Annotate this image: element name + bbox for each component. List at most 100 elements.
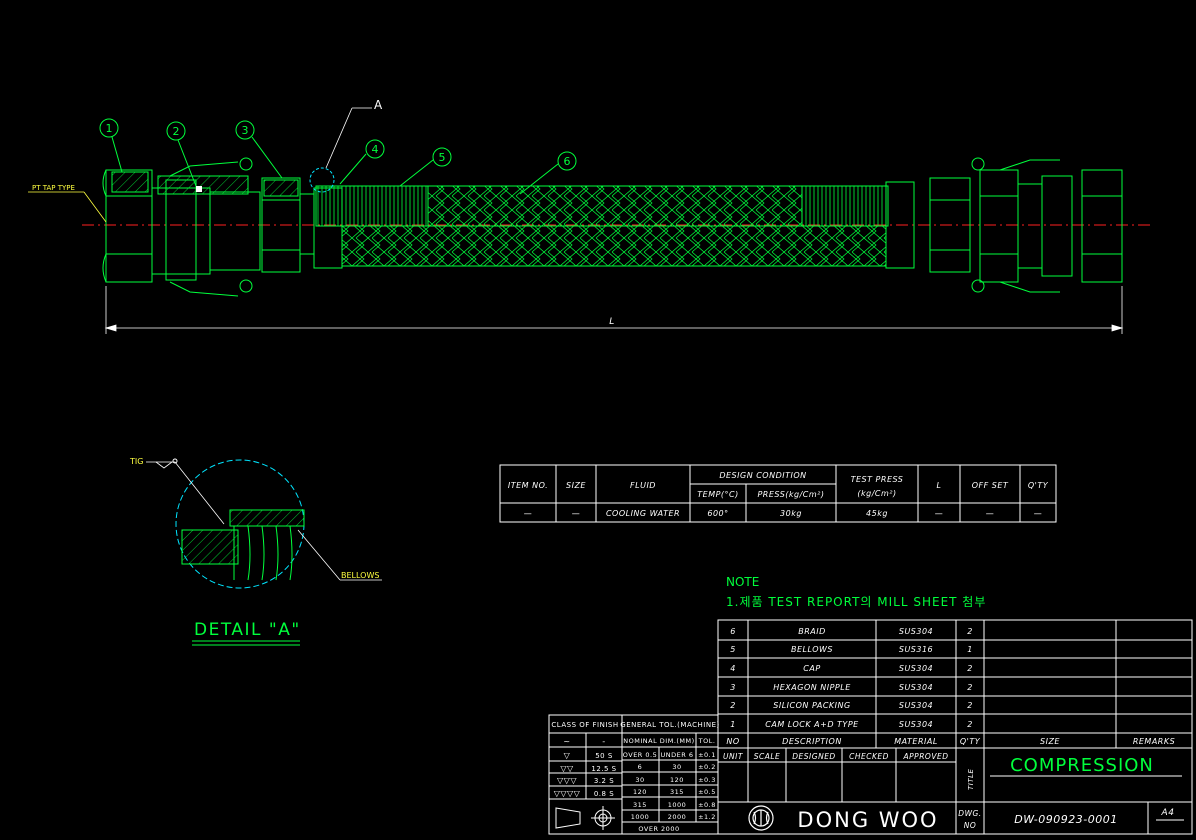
finish-r0-a: ~ — [563, 737, 570, 746]
spec-v-size: — — [572, 509, 581, 518]
spec-v-l: — — [935, 509, 944, 518]
hose-body — [315, 185, 889, 267]
tol-r0-a: OVER 0.5 — [623, 751, 657, 759]
main-assembly-view: L PT TAP TYPE 1 2 3 4 5 6 — [28, 98, 1152, 334]
finish-r3-b: 3.2 S — [594, 777, 614, 785]
bellows-label: BELLOWS — [341, 571, 379, 580]
bom-r5-mat: SUS316 — [899, 645, 933, 654]
balloon-2: 2 — [173, 125, 180, 138]
finish-table-text: CLASS OF FINISH GENERAL TOL.(MACHINE) ~ … — [551, 721, 719, 833]
bom-r3-no: 3 — [730, 683, 736, 692]
tb-scale: SCALE — [754, 752, 781, 761]
balloon-6: 6 — [564, 155, 571, 168]
bom-r4-qty: 2 — [967, 664, 973, 673]
bom-table-text: 6 BRAID SUS304 2 5 BELLOWS SUS316 1 4 CA… — [726, 627, 1175, 746]
tol-r1-c: ±0.2 — [698, 763, 716, 771]
spec-h-press: PRESS(kg/Cm²) — [757, 490, 824, 499]
tol-r1-b: 30 — [672, 763, 681, 771]
spec-h-fluid: FLUID — [630, 481, 656, 490]
spec-h-temp: TEMP(°C) — [697, 490, 739, 499]
bom-r4-desc: CAP — [803, 664, 820, 673]
pt-tap-label: PT TAP TYPE — [32, 184, 75, 192]
tb-no-label: NO — [964, 821, 977, 830]
balloon-labels: 1 2 3 4 5 6 — [106, 122, 571, 168]
bom-r1-desc: CAM LOCK A+D TYPE — [765, 720, 859, 729]
tb-approved: APPROVED — [903, 752, 949, 761]
bom-r4-no: 4 — [730, 664, 736, 673]
spec-h-test-unit: (kg/Cm²) — [857, 489, 896, 498]
finish-r2-a: ▽▽ — [560, 764, 574, 773]
spec-v-fluid: COOLING WATER — [606, 509, 680, 518]
projection-symbol-icon — [555, 806, 615, 830]
bom-h-mat: MATERIAL — [894, 737, 938, 746]
finish-r0-b: - — [602, 737, 605, 746]
detail-a-view: TIG BELLOWS DETAIL "A" — [129, 457, 382, 646]
tb-title-label: TITLE — [967, 768, 975, 790]
tol-r0-b: UNDER 6 — [661, 751, 694, 759]
tol-r2-a: 30 — [635, 776, 644, 784]
bom-r6-desc: BRAID — [798, 627, 826, 636]
tol-r4-a: 315 — [633, 801, 647, 809]
bom-table-grid — [717, 619, 1193, 749]
spec-table — [499, 464, 1057, 523]
right-fittings — [885, 157, 1123, 293]
tb-unit: UNIT — [723, 752, 744, 761]
bom-r6-no: 6 — [730, 627, 736, 636]
spec-h-design: DESIGN CONDITION — [719, 471, 806, 480]
tol-r6-a: OVER 2000 — [638, 825, 679, 833]
tb-dwg-no: DW-090923-0001 — [1014, 813, 1117, 826]
bom-r2-mat: SUS304 — [899, 701, 933, 710]
left-camlock-body — [151, 157, 253, 297]
bom-r5-desc: BELLOWS — [791, 645, 833, 654]
finish-h1: CLASS OF FINISH — [551, 721, 618, 729]
bom-h-remarks: REMARKS — [1133, 737, 1175, 746]
bom-h-size: SIZE — [1040, 737, 1060, 746]
tb-sheet: A4 — [1161, 808, 1175, 818]
finish-r4-b: 0.8 S — [594, 790, 614, 798]
bom-h-qty: Q'TY — [960, 737, 981, 746]
balloon-1: 1 — [106, 122, 113, 135]
spec-h-offset: OFF SET — [972, 481, 1009, 490]
tb-designed: DESIGNED — [792, 752, 835, 761]
spec-h-qty: Q'TY — [1028, 481, 1049, 490]
spec-h-test: TEST PRESS — [851, 475, 904, 484]
tol-h-tol: TOL. — [698, 737, 716, 745]
spec-table-text: ITEM NO. SIZE FLUID DESIGN CONDITION TEM… — [508, 471, 1049, 518]
dim-label: L — [609, 317, 615, 327]
bom-r6-mat: SUS304 — [899, 627, 933, 636]
tol-h-dim: NOMINAL DIM.(MM) — [623, 737, 694, 745]
company-name: DONG WOO — [797, 808, 938, 832]
tol-r3-c: ±0.5 — [698, 788, 716, 796]
finish-table-grid — [548, 714, 719, 835]
tol-r0-c: ±0.1 — [698, 751, 716, 759]
finish-r4-a: ▽▽▽▽ — [554, 789, 581, 798]
spec-v-temp: 600° — [707, 509, 728, 518]
tol-r5-c: ±1.2 — [698, 813, 716, 821]
bom-r1-no: 1 — [730, 720, 736, 729]
balloon-3: 3 — [242, 124, 249, 137]
bom-r6-qty: 2 — [967, 627, 973, 636]
finish-r1-a: ▽ — [564, 751, 571, 760]
bom-r1-qty: 2 — [967, 720, 973, 729]
bom-h-desc: DESCRIPTION — [782, 737, 842, 746]
company-logo — [748, 805, 774, 831]
bom-r2-qty: 2 — [967, 701, 973, 710]
bom-r4-mat: SUS304 — [899, 664, 933, 673]
bom-r5-no: 5 — [730, 645, 736, 654]
bom-r5-qty: 1 — [967, 645, 973, 654]
left-hex-nut — [102, 169, 153, 283]
spec-h-item: ITEM NO. — [508, 481, 548, 490]
finish-h2: GENERAL TOL.(MACHINE) — [620, 721, 719, 729]
bom-r2-no: 2 — [730, 701, 736, 710]
spec-v-qty: — — [1034, 509, 1043, 518]
tol-r5-b: 2000 — [668, 813, 687, 821]
part-balloons — [99, 118, 577, 195]
balloon-4: 4 — [372, 143, 379, 156]
spec-v-test: 45kg — [866, 509, 888, 518]
note-line-1: 1.제품 TEST REPORT의 MILL SHEET 첨부 — [726, 595, 986, 609]
tol-r1-a: 6 — [638, 763, 643, 771]
tig-label: TIG — [129, 457, 143, 466]
spec-h-size: SIZE — [566, 481, 586, 490]
title-block-text: UNIT SCALE DESIGNED CHECKED APPROVED TIT… — [723, 752, 1174, 832]
